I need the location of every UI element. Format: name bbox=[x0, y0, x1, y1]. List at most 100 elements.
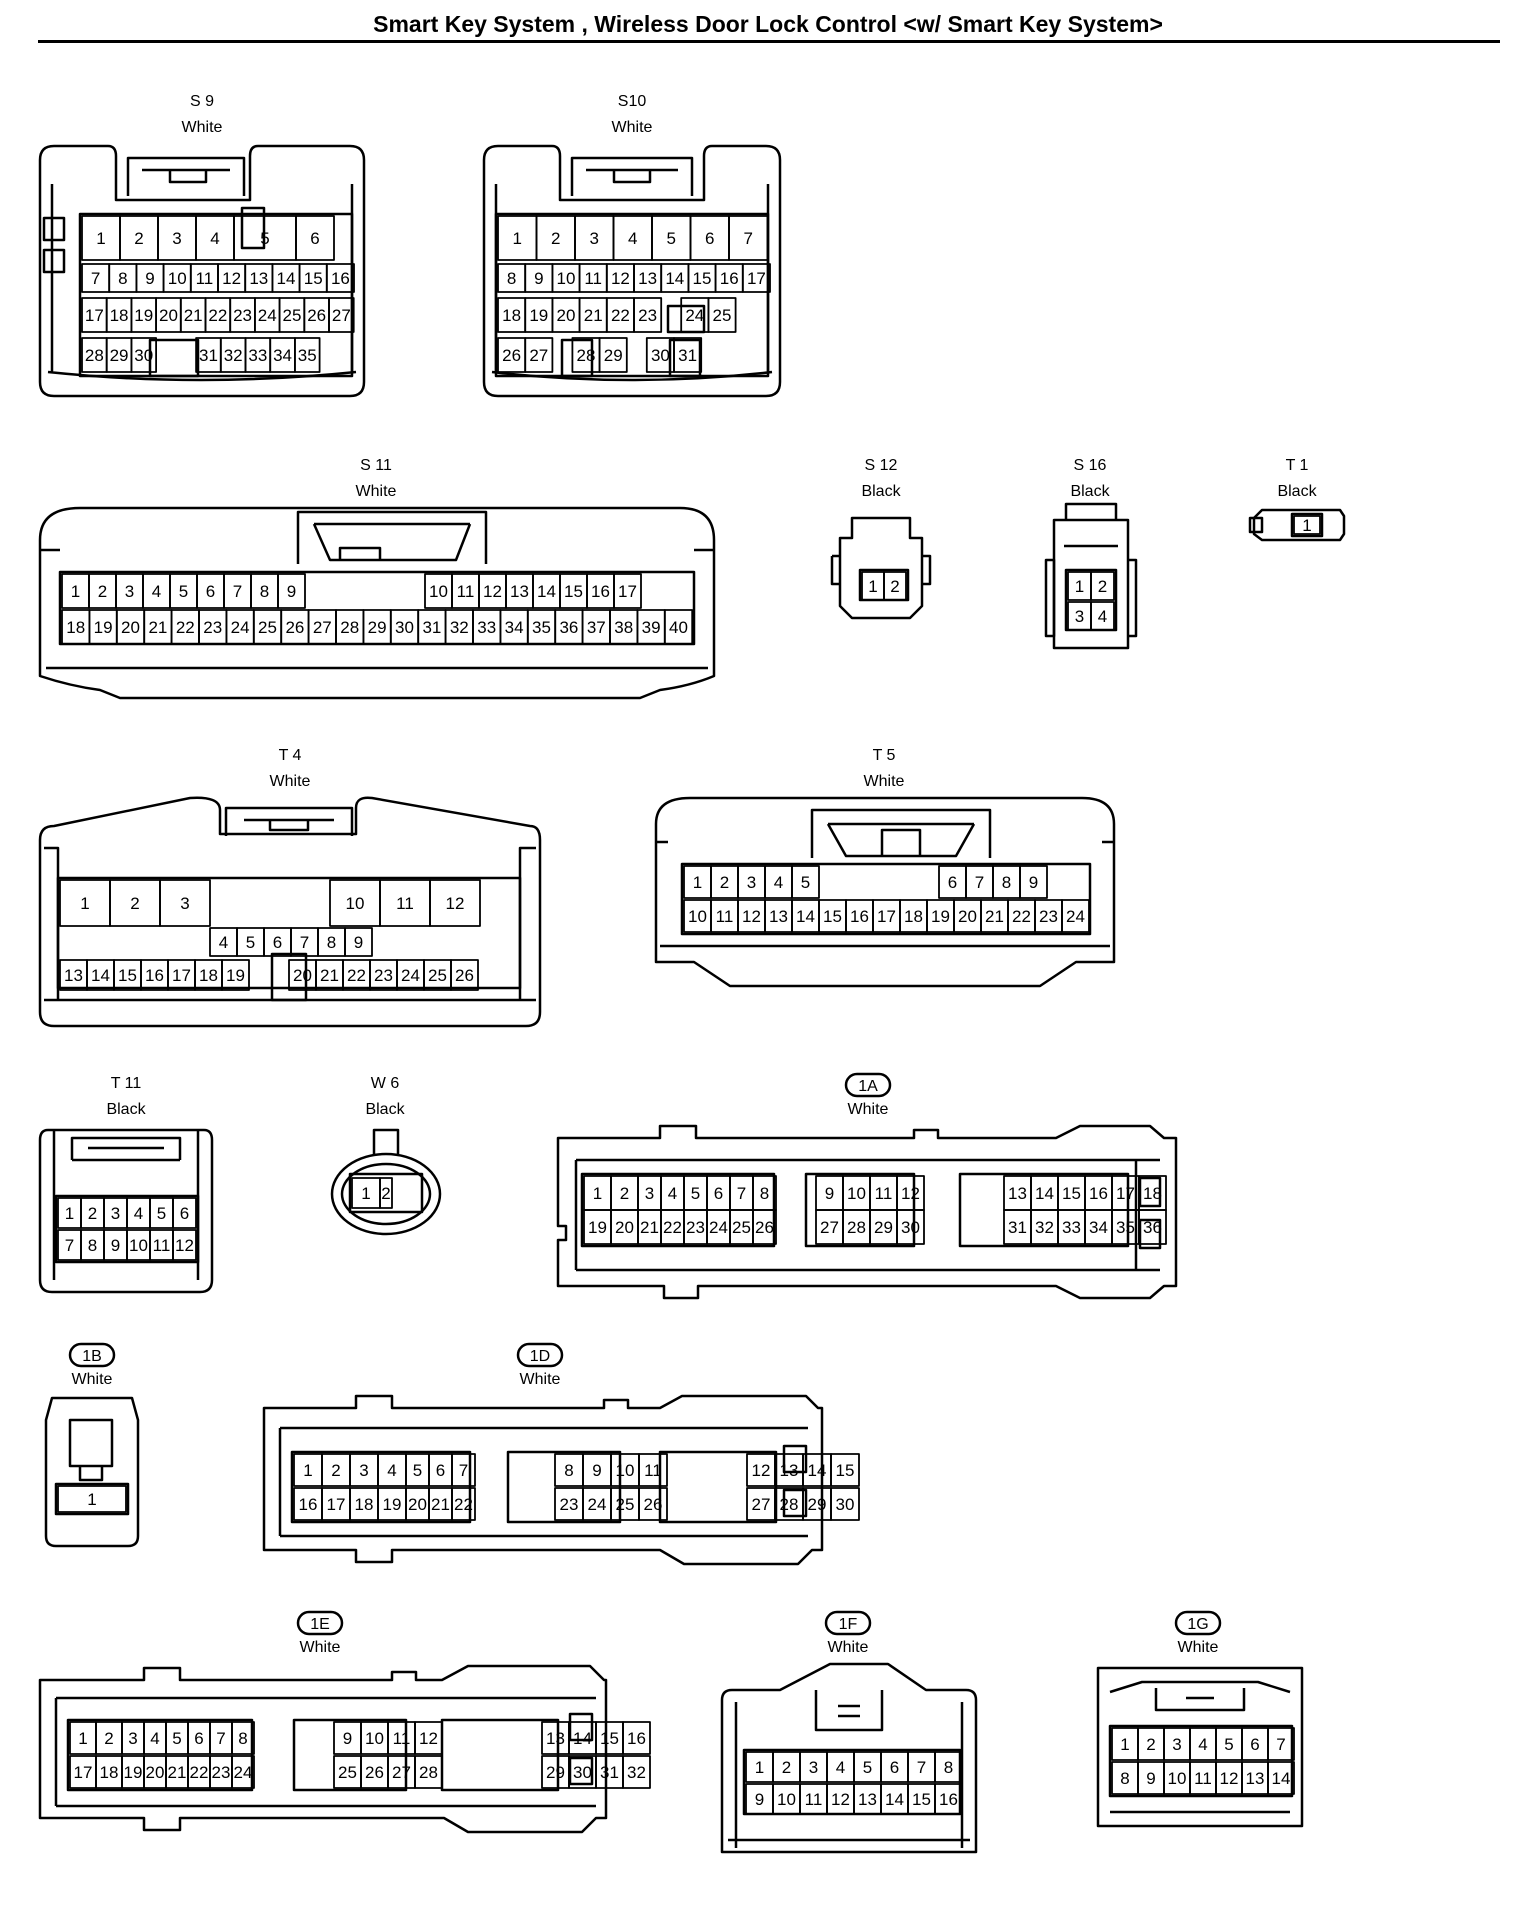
pin-number: 30 bbox=[901, 1218, 920, 1237]
pin-cavity bbox=[1019, 865, 1048, 899]
pin-field-frame bbox=[440, 1718, 560, 1792]
pin-cavity bbox=[1090, 601, 1115, 631]
connector-housing bbox=[38, 506, 716, 700]
pin-field-frame bbox=[290, 1450, 472, 1524]
pin-number: 13 bbox=[64, 966, 83, 985]
connector-id-badge bbox=[824, 1610, 872, 1636]
pin-number: 24 bbox=[685, 306, 704, 325]
pin-number: 21 bbox=[168, 1763, 187, 1782]
connector-id: S 16 bbox=[1074, 457, 1107, 474]
pin-number: 23 bbox=[560, 1495, 579, 1514]
pin-cavity bbox=[791, 865, 820, 899]
connector-latch bbox=[1248, 516, 1264, 534]
pin-number: 5 bbox=[801, 873, 810, 892]
pin-number: 24 bbox=[234, 1763, 253, 1782]
connector-color: Black bbox=[106, 1101, 146, 1118]
pin-number: 25 bbox=[616, 1495, 635, 1514]
pin-number: 32 bbox=[627, 1763, 646, 1782]
pin-number: 24 bbox=[231, 618, 250, 637]
connector-key bbox=[782, 1488, 808, 1518]
pin-number: 4 bbox=[774, 873, 783, 892]
connector-rib bbox=[728, 1702, 970, 1848]
pin-number: 20 bbox=[293, 966, 312, 985]
pin-number: 5 bbox=[157, 1204, 166, 1223]
pin-number: 26 bbox=[755, 1218, 774, 1237]
pin-number: 8 bbox=[760, 1184, 769, 1203]
pin-number: 19 bbox=[383, 1495, 402, 1514]
pin-number: 15 bbox=[1062, 1184, 1081, 1203]
pin-number: 16 bbox=[850, 907, 869, 926]
pin-number: 11 bbox=[457, 582, 475, 601]
connector-housing bbox=[654, 796, 1116, 988]
pin-number: 23 bbox=[1039, 907, 1058, 926]
pin-cavity bbox=[293, 337, 321, 373]
pin-number: 22 bbox=[176, 618, 195, 637]
pin-number: 6 bbox=[180, 1204, 189, 1223]
pin-number: 6 bbox=[705, 229, 714, 248]
pin-number: 14 bbox=[277, 269, 296, 288]
pin-number: 9 bbox=[111, 1236, 120, 1255]
pin-number: 12 bbox=[222, 269, 241, 288]
page-title: Smart Key System , Wireless Door Lock Co… bbox=[373, 11, 1163, 37]
pin-number: 4 bbox=[134, 1204, 143, 1223]
pin-number: 27 bbox=[313, 618, 332, 637]
pin-number: 17 bbox=[877, 907, 896, 926]
pin-number: 12 bbox=[1220, 1769, 1239, 1788]
pin-number: 24 bbox=[258, 306, 277, 325]
pin-number: 14 bbox=[1035, 1184, 1054, 1203]
pin-number: 13 bbox=[858, 1790, 877, 1809]
connector-color: White bbox=[182, 119, 223, 136]
pin-field-frame bbox=[78, 212, 354, 378]
pin-number: 23 bbox=[686, 1218, 705, 1237]
connector-housing bbox=[838, 516, 924, 620]
pin-cavity bbox=[221, 959, 250, 991]
pin-number: 12 bbox=[831, 1790, 850, 1809]
pin-number: 1 bbox=[693, 873, 702, 892]
pin-number: 20 bbox=[557, 306, 576, 325]
connector-id: S 11 bbox=[360, 457, 392, 474]
pin-field-frame bbox=[54, 1482, 130, 1516]
connector-key bbox=[240, 206, 266, 250]
pin-number: 20 bbox=[615, 1218, 634, 1237]
pin-number: 27 bbox=[529, 346, 548, 365]
pin-number: 22 bbox=[190, 1763, 209, 1782]
pin-number: 39 bbox=[642, 618, 661, 637]
connector-id: 1D bbox=[530, 1348, 550, 1365]
pin-cavity bbox=[598, 337, 628, 373]
pin-field-frame bbox=[658, 1450, 778, 1524]
connector-id: T 5 bbox=[873, 747, 896, 764]
pin-number: 7 bbox=[744, 229, 753, 248]
pin-field-frame bbox=[1290, 512, 1324, 538]
pin-cavity bbox=[1061, 899, 1090, 933]
pin-cavity bbox=[741, 263, 771, 293]
pin-number: 17 bbox=[747, 269, 766, 288]
pin-number: 6 bbox=[310, 229, 319, 248]
pin-number: 21 bbox=[184, 306, 203, 325]
pin-number: 18 bbox=[904, 907, 923, 926]
connector-key bbox=[42, 248, 66, 274]
pin-cavity bbox=[57, 1485, 127, 1513]
connector-key bbox=[782, 1444, 808, 1474]
pin-number: 17 bbox=[74, 1763, 93, 1782]
connector-id-badge bbox=[296, 1610, 344, 1636]
connector-key bbox=[568, 1756, 594, 1786]
pin-number: 12 bbox=[611, 269, 630, 288]
connector-id: T 4 bbox=[279, 747, 302, 764]
pin-number: 4 bbox=[210, 229, 219, 248]
pin-number: 25 bbox=[732, 1218, 751, 1237]
connector-color: Black bbox=[1277, 483, 1317, 500]
pin-number: 22 bbox=[347, 966, 366, 985]
pin-cavity bbox=[752, 1209, 777, 1245]
pin-number: 29 bbox=[368, 618, 387, 637]
pin-number: 20 bbox=[958, 907, 977, 926]
pin-cavity bbox=[414, 1721, 443, 1755]
pin-number: 22 bbox=[611, 306, 630, 325]
connector-latch bbox=[810, 808, 992, 858]
connector-color: White bbox=[1178, 1639, 1219, 1656]
pin-number: 4 bbox=[668, 1184, 677, 1203]
pin-number: 22 bbox=[1012, 907, 1031, 926]
pin-cavity bbox=[622, 1721, 651, 1755]
connector-color: White bbox=[612, 119, 653, 136]
pin-number: 9 bbox=[592, 1461, 601, 1480]
